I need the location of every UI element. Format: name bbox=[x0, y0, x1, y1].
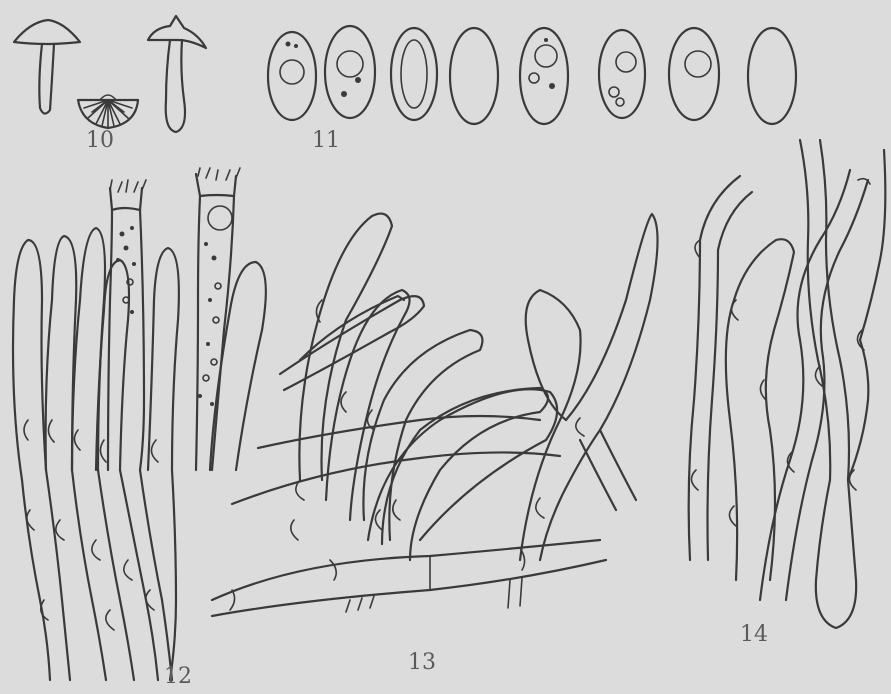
fig-14-stipitipellis bbox=[689, 140, 886, 628]
fig-11-label: 11 bbox=[312, 128, 340, 153]
spore bbox=[599, 30, 645, 118]
lamellae-half-cap bbox=[78, 95, 138, 128]
spore bbox=[748, 28, 796, 124]
fig-12-hymenium bbox=[13, 168, 266, 680]
fig-11-spores bbox=[268, 26, 796, 124]
fig-12-label: 12 bbox=[164, 664, 192, 689]
spore bbox=[669, 28, 719, 120]
spore bbox=[325, 26, 375, 118]
fig-10-label: 10 bbox=[86, 128, 114, 153]
mushroom-umbonate bbox=[148, 16, 206, 132]
mushroom-side-view bbox=[14, 20, 80, 114]
fig-10-mushrooms bbox=[14, 16, 206, 132]
fig-13-pileipellis bbox=[212, 214, 658, 616]
spore bbox=[450, 28, 498, 124]
fig-14-label: 14 bbox=[740, 622, 768, 647]
spore bbox=[391, 28, 437, 120]
spore bbox=[268, 32, 316, 120]
fig-13-label: 13 bbox=[408, 650, 436, 675]
spore bbox=[520, 28, 568, 124]
